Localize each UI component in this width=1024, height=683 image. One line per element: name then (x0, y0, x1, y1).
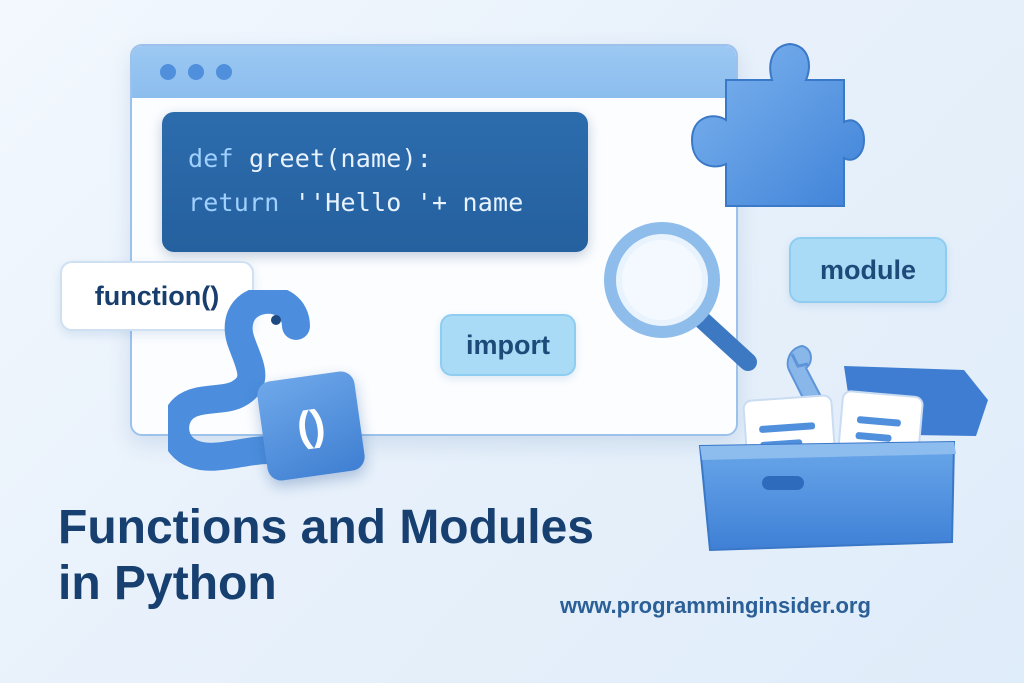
window-dot-3 (216, 64, 232, 80)
page-title: Functions and Modules in Python (58, 500, 698, 612)
function-tag: function() (60, 261, 254, 331)
python-snake-icon (168, 290, 310, 471)
import-tag: import (440, 314, 576, 376)
window-titlebar (132, 46, 736, 98)
page-title-line-2: in Python (58, 557, 277, 610)
code-keyword-return: return (188, 188, 280, 217)
code-block: def greet(name): return ''Hello '+ name (162, 112, 588, 252)
website-url: www.programminginsider.org (560, 593, 871, 618)
window-dot-1 (160, 64, 176, 80)
code-keyword-def: def (188, 144, 234, 173)
window-dot-2 (188, 64, 204, 80)
code-line-1-text: greet(name): (233, 144, 433, 173)
code-line-2-text: ''Hello '+ name (279, 188, 524, 217)
parentheses-block-icon: () (255, 369, 367, 483)
toolbox-icon (698, 344, 988, 552)
magnifying-glass-icon (604, 222, 757, 371)
page-title-line-1: Functions and Modules (58, 501, 594, 554)
code-line-2: return ''Hello '+ name (188, 188, 524, 217)
module-tag: module (789, 237, 947, 303)
puzzle-piece-icon (690, 42, 866, 207)
code-line-1: def greet(name): (188, 144, 432, 173)
